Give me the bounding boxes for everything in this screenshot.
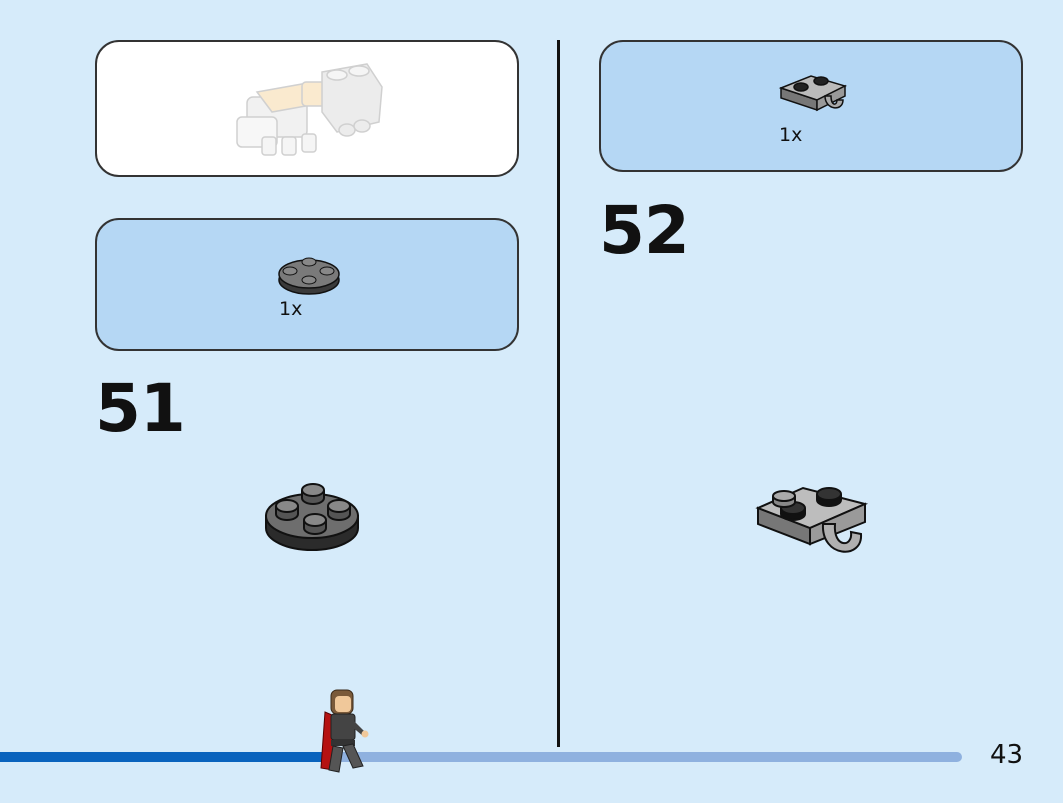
column-divider [557,40,560,747]
parts-callout-51: 1x [95,218,519,351]
progress-bar [0,752,962,762]
clip-plate-icon [778,75,848,112]
parts-quantity: 1x [779,124,803,146]
step-number-52: 52 [599,192,690,269]
round-plate-icon [278,257,340,295]
step-number-51: 51 [95,370,186,447]
page-number: 43 [990,740,1024,770]
submodel-preview-box [95,40,519,177]
clip-plate-icon [755,486,869,553]
assembled-model-icon [236,63,383,156]
minifigure-icon [320,689,369,773]
progress-bar-fill [0,752,328,762]
round-plate-icon [265,483,359,551]
parts-quantity: 1x [279,298,303,320]
parts-callout-52: 1x [599,40,1023,172]
